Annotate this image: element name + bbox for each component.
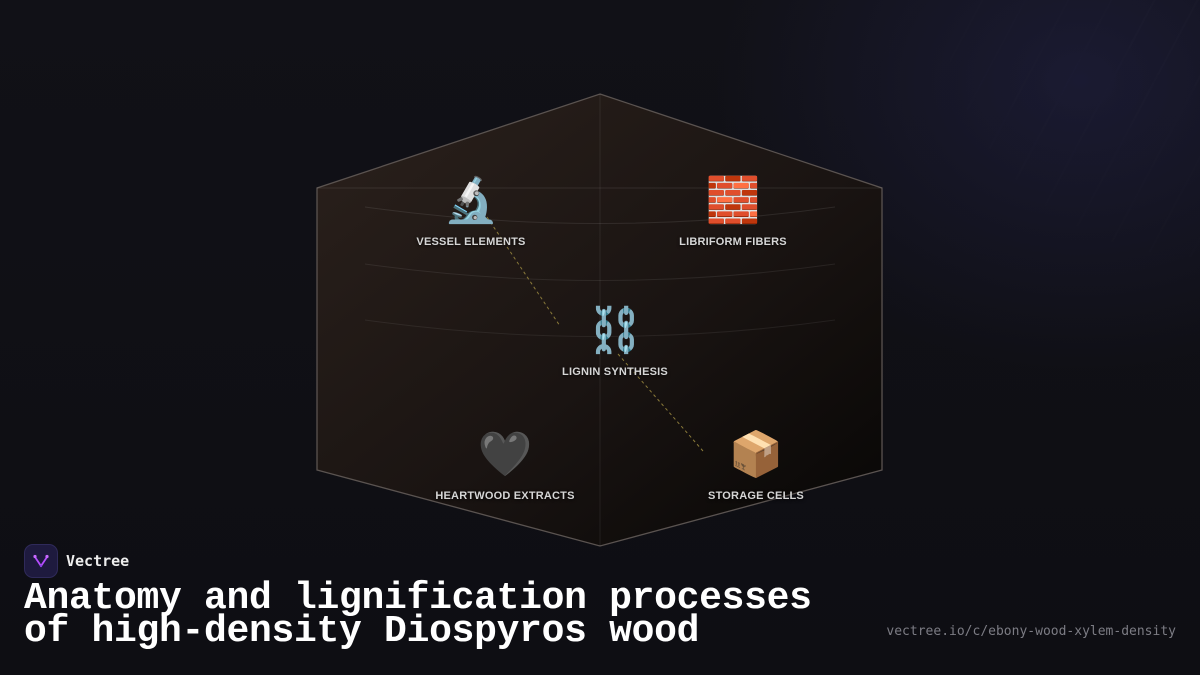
node-label: LIGNIN SYNTHESIS: [562, 366, 668, 378]
node-label: LIBRIFORM FIBERS: [679, 236, 787, 248]
node-storage: 📦 STORAGE CELLS: [708, 429, 804, 503]
diagram-edges: [486, 216, 704, 452]
black-heart-icon: 🖤: [477, 429, 533, 480]
package-icon: 📦: [728, 429, 784, 480]
page-title: Anatomy and lignification processes of h…: [24, 577, 812, 653]
node-label: HEARTWOOD EXTRACTS: [435, 490, 575, 502]
node-libriform: 🧱 LIBRIFORM FIBERS: [679, 175, 787, 249]
brand-name: Vectree: [66, 552, 130, 570]
brand: Vectree: [24, 544, 129, 578]
node-label: VESSEL ELEMENTS: [416, 236, 526, 248]
source-url: vectree.io/c/ebony-wood-xylem-density: [886, 624, 1176, 639]
node-vessel: 🔬 VESSEL ELEMENTS: [416, 175, 526, 249]
node-lignin: ⛓️ LIGNIN SYNTHESIS: [562, 305, 668, 379]
hexagon-shape: [316, 93, 883, 547]
growth-ring-3: [364, 319, 836, 337]
chain-icon: ⛓️: [587, 305, 643, 356]
microscope-icon: 🔬: [443, 175, 499, 226]
vectree-logo-icon: [24, 544, 58, 578]
node-heartwood: 🖤 HEARTWOOD EXTRACTS: [435, 429, 575, 503]
growth-ring-2: [364, 263, 836, 281]
node-label: STORAGE CELLS: [708, 490, 804, 502]
brick-icon: 🧱: [705, 175, 761, 226]
growth-ring-1: [364, 206, 836, 224]
edge-vessel-lignin: [486, 216, 561, 327]
